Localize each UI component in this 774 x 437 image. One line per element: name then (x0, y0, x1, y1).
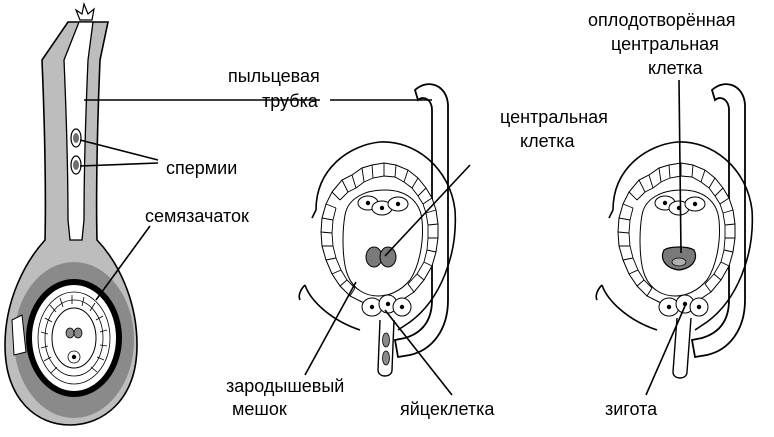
label-central-cell-line2: клетка (520, 131, 576, 151)
middle-tube-sperm-1 (383, 333, 390, 347)
label-fertilized-line2: центральная (611, 34, 719, 54)
ovule-polar-nucleus-2 (74, 328, 82, 338)
right-fertilized-nucleus (672, 258, 686, 266)
label-egg-cell: яйцеклетка (400, 399, 495, 419)
left-figure (5, 4, 137, 425)
sperm-nucleus-2 (73, 160, 79, 170)
label-pollen-tube-line2: трубка (262, 91, 319, 111)
middle-tube-sperm-2 (383, 351, 390, 365)
middle-tube-end (378, 320, 394, 376)
middle-ovule-left-lip (312, 210, 316, 218)
label-embryo-sac-line1: зародышевый (226, 376, 344, 396)
right-ovule-foot (596, 285, 602, 300)
right-egg-apparatus (659, 295, 708, 316)
right-ovule-left-lip (609, 210, 613, 218)
middle-ovule-foot (299, 285, 305, 300)
ovule-egg-nucleus (72, 355, 76, 359)
sperm-nucleus-1 (73, 133, 79, 143)
ovule-polar-nucleus-1 (66, 328, 74, 338)
label-zygote: зигота (605, 399, 658, 419)
label-pollen-tube-line1: пыльцевая (228, 66, 320, 86)
right-figure (596, 84, 752, 378)
middle-polar-nucleus-2 (380, 247, 396, 267)
tube-tip-burst (76, 4, 94, 20)
label-fertilized-line3: клетка (648, 58, 704, 78)
middle-figure (299, 84, 455, 376)
label-sperm: спермии (166, 158, 237, 178)
label-ovule: семязачаток (145, 206, 249, 226)
leader-embryo-sac (305, 282, 356, 375)
label-central-cell-line1: центральная (500, 107, 608, 127)
label-fertilized-line1: оплодотворённая (588, 10, 735, 30)
label-embryo-sac-line2: мешок (232, 399, 287, 419)
